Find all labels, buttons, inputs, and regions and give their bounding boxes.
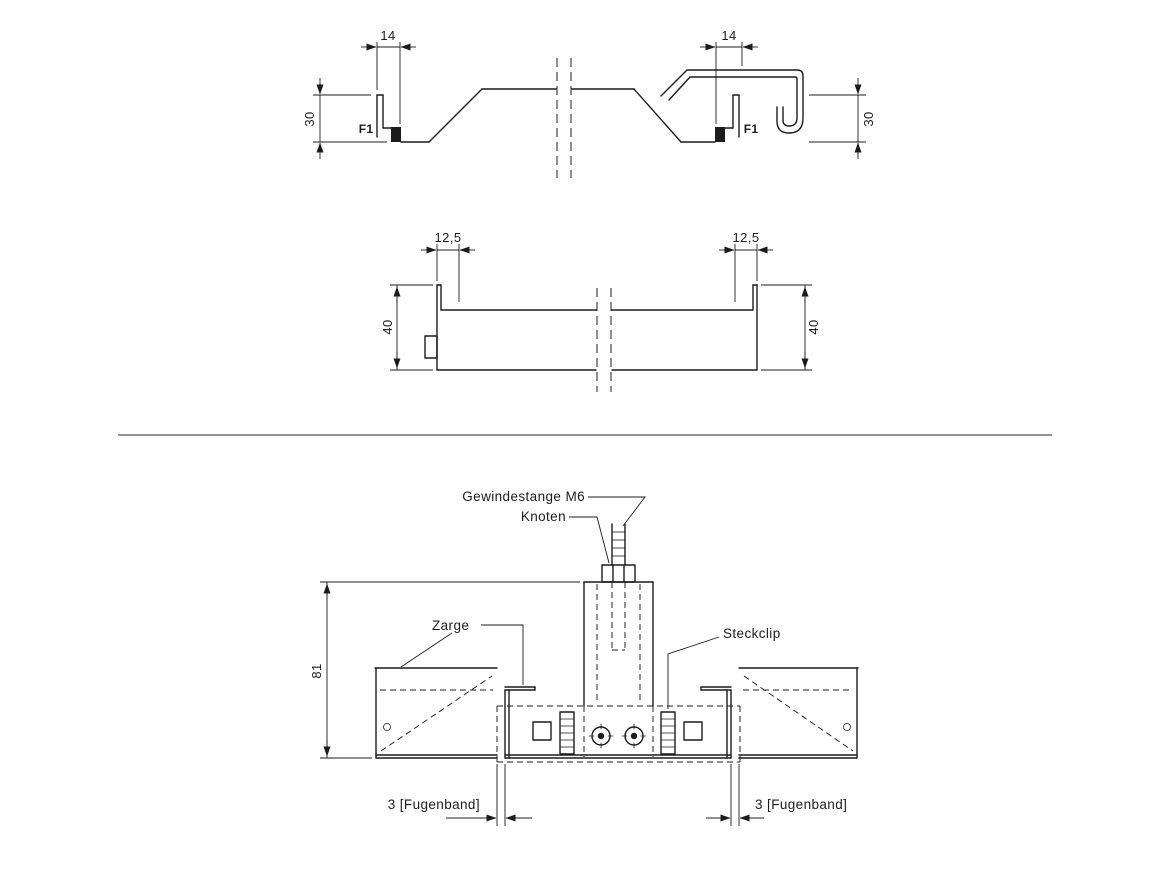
steckclip-right <box>660 711 676 755</box>
top-profile-view: 14 14 30 30 F1 F1 <box>302 28 876 178</box>
hidden-lines <box>380 582 854 763</box>
dim-label-81: 81 <box>309 663 324 678</box>
dim-label-width-left-top: 14 <box>380 28 395 43</box>
right-panel <box>738 667 859 759</box>
leader-lines <box>400 496 720 709</box>
assembly-section-view: Gewindestange M6 Knoten Zarge Steckclip … <box>309 489 859 826</box>
dim-label-width-left-middle: 12,5 <box>435 230 462 245</box>
mark-f1-right: F1 <box>744 122 759 136</box>
dim-label-width-right-middle: 12,5 <box>733 230 760 245</box>
retainer-block-left <box>532 721 552 741</box>
panel-hole-left <box>383 723 391 731</box>
side-clip-block <box>424 335 438 359</box>
dim-label-fugenband-right: 3 [Fugenband] <box>755 797 847 812</box>
mark-f1-left: F1 <box>359 122 374 136</box>
frame-lips <box>504 686 732 759</box>
assembly-dimensions <box>320 581 764 826</box>
top-profile-outline <box>376 69 804 143</box>
dim-label-height-left-top: 30 <box>302 111 317 126</box>
top-profile-dimensions <box>313 42 866 159</box>
dim-label-height-right-middle: 40 <box>806 319 821 334</box>
clip-block-left <box>391 127 401 142</box>
hook-profile-inner <box>668 76 798 127</box>
screw-left <box>588 723 614 749</box>
label-knoten: Knoten <box>521 509 566 524</box>
fasteners <box>532 711 703 755</box>
screw-right <box>621 723 647 749</box>
rod-thread-ticks <box>612 531 625 557</box>
panel-hole-right <box>843 723 851 731</box>
hook-profile-outer <box>660 69 804 134</box>
label-threaded-rod: Gewindestange M6 <box>462 489 585 504</box>
break-lines-middle <box>596 288 612 392</box>
steckclip-left <box>559 711 575 755</box>
dim-label-height-right-top: 30 <box>861 111 876 126</box>
threaded-rod <box>611 523 626 566</box>
middle-profile-outline <box>424 284 758 371</box>
label-zarge: Zarge <box>432 618 469 633</box>
break-lines-top <box>556 58 572 178</box>
middle-profile-dimensions <box>390 244 812 371</box>
clip-block-right <box>715 127 725 142</box>
hex-nut <box>601 564 636 583</box>
hanger-bracket <box>583 581 654 707</box>
left-panel <box>374 667 498 759</box>
middle-profile-view: 12,5 12,5 40 40 <box>380 230 821 392</box>
label-steckclip: Steckclip <box>723 626 781 641</box>
dim-label-height-left-middle: 40 <box>380 319 395 334</box>
dim-label-width-right-top: 14 <box>721 28 736 43</box>
retainer-block-right <box>683 721 703 741</box>
dim-label-fugenband-left: 3 [Fugenband] <box>388 797 480 812</box>
